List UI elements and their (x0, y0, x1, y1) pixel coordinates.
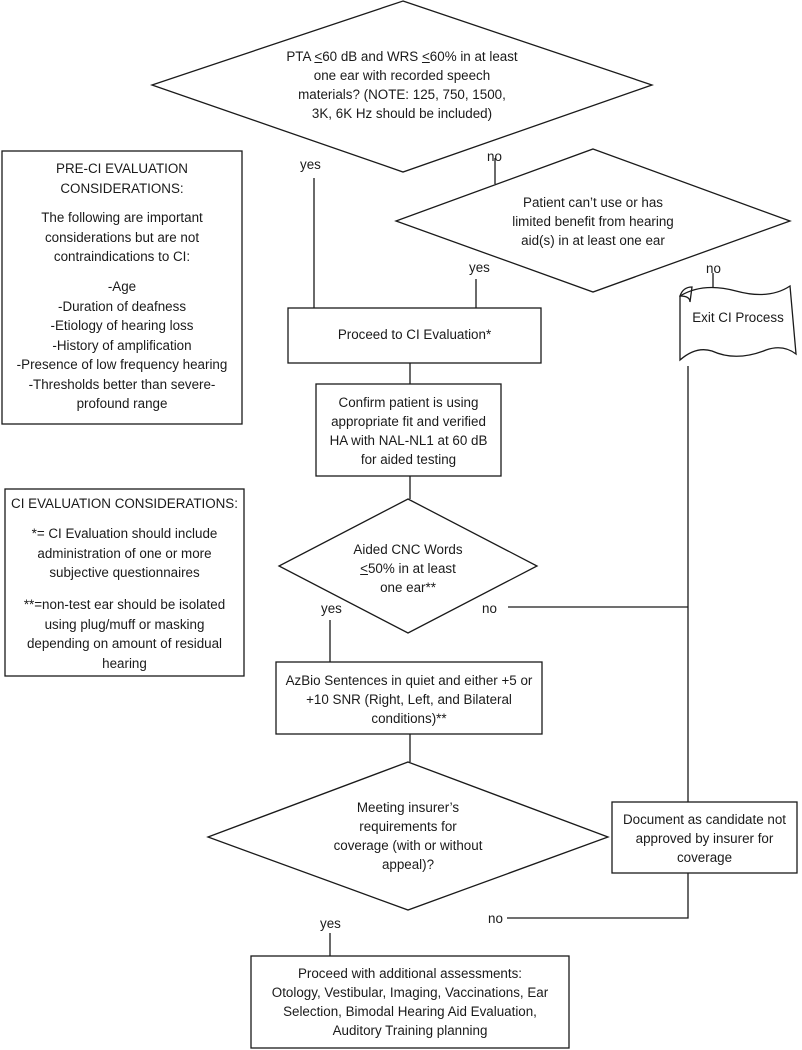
edge-no4 (507, 873, 689, 919)
exit-ci-document-shape-right (679, 284, 797, 362)
azbio-text: AzBio Sentences in quiet and either +5 o… (285, 673, 533, 726)
decision-cnc-shape (277, 498, 539, 634)
decision-hearing-aid-shape (394, 148, 792, 293)
edge-label-no2: no (706, 261, 721, 276)
azbio-box (275, 661, 543, 735)
edge-label-yes4: yes (320, 916, 341, 931)
document-candidate-text: Document as candidate not approved by in… (622, 812, 787, 865)
edge-label-no1: no (487, 149, 502, 164)
exit-ci-text: Exit CI Process (692, 310, 784, 325)
exit-ci-document-shape (679, 286, 693, 303)
proceed-additional-text: Proceed with additional assessments: Oto… (271, 966, 549, 1038)
pre-ci-title: PRE-CI EVALUATION CONSIDERATIONS: (56, 161, 188, 196)
proceed-ci-eval-box (287, 307, 542, 364)
ci-eval-title: CI EVALUATION CONSIDERATIONS: (11, 496, 238, 511)
ci-eval-note1: *= CI Evaluation should include administ… (31, 526, 218, 580)
confirm-ha-text: Confirm patient is using appropriate fit… (329, 395, 488, 467)
decision-hearing-aid-text: Patient can’t use or has limited benefit… (512, 195, 674, 248)
edge-label-no3: no (482, 601, 497, 616)
proceed-ci-eval-text: Proceed to CI Evaluation* (337, 327, 492, 342)
document-candidate-box (611, 801, 798, 874)
proceed-additional-box (250, 955, 570, 1049)
edge-label-yes3: yes (321, 601, 342, 616)
decision-insurer-text: Meeting insurer’s requirements for cover… (333, 800, 483, 872)
pre-ci-items: -Age -Duration of deafness -Etiology of … (16, 279, 228, 411)
pre-ci-intro: The following are important consideratio… (41, 210, 203, 264)
edge-label-yes2: yes (469, 260, 490, 275)
ci-eval-note2: **=non-test ear should be isolated using… (23, 597, 226, 671)
edge-label-no4: no (488, 911, 503, 926)
ci-eval-considerations-box (4, 488, 245, 677)
pre-ci-considerations-box (1, 150, 243, 425)
confirm-ha-box (315, 383, 502, 477)
decision-pta-wrs-shape (149, 0, 655, 173)
edge-label-yes1: yes (300, 157, 321, 172)
decision-pta-wrs-text: PTA <60 dB and WRS <60% in at least one … (286, 49, 518, 121)
decision-insurer-shape (206, 761, 610, 911)
